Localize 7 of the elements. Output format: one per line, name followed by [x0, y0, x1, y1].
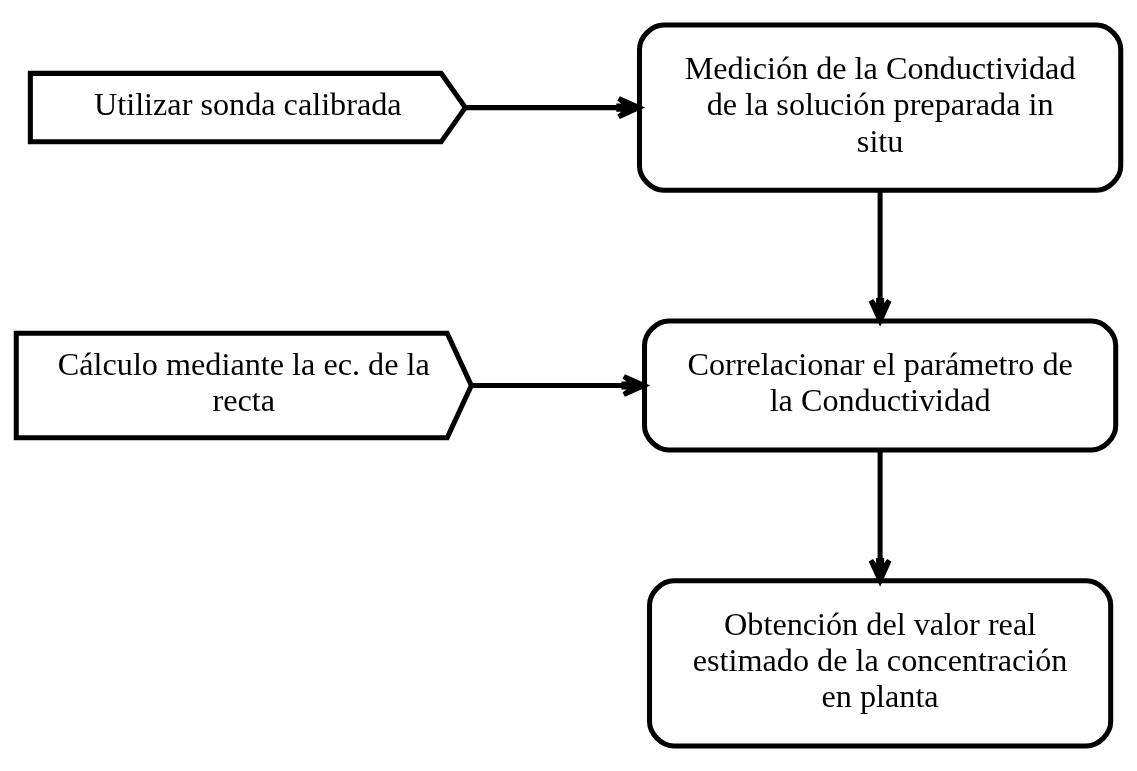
arrow — [868, 450, 892, 584]
arrow — [465, 96, 642, 120]
node-box: Correlacionar el parámetro de la Conductividad — [642, 318, 1119, 453]
node-box: Obtención del valor real estimado de la concentración en planta — [647, 578, 1114, 749]
arrow — [868, 190, 892, 324]
arrow — [471, 373, 647, 398]
node-box: Medición de la Conductividad de la solución preparada in situ — [636, 22, 1124, 193]
